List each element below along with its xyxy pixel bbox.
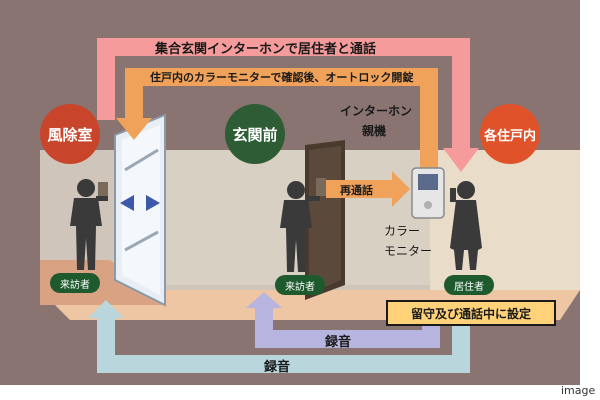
intercom-panel-center: [316, 178, 326, 196]
recall-label: 再通話: [340, 184, 373, 197]
door-arrow-right: [146, 195, 160, 211]
arrow-second: [125, 68, 438, 86]
intercom-label-line2: 親機: [362, 124, 387, 138]
each-unit-circle: [480, 104, 540, 164]
recording-inner-label: 録音: [325, 335, 352, 350]
arrow-second-label: 住戸内のカラーモニターで確認後、オートロック開錠: [150, 71, 414, 84]
monitor-label-line1: カラー: [384, 224, 421, 238]
visitor-center-silhouette: [280, 181, 320, 272]
arrow-recording-outer: [97, 355, 470, 373]
intercom-label-line1: インターホン: [340, 104, 413, 118]
visitor-left-pill: 来訪者: [50, 273, 100, 293]
monitor-label-line2: モニター: [384, 244, 433, 258]
arrow-top: [97, 38, 470, 56]
each-unit-label: 各住戸内: [483, 129, 536, 144]
resident-silhouette: [450, 181, 482, 270]
recording-outer-label: 録音: [264, 360, 291, 375]
entrance-front-label: 玄関前: [232, 126, 278, 144]
resident-pill: 居住者: [444, 275, 494, 295]
intercom-panel-left: [98, 182, 108, 200]
windbreak-floor: [40, 260, 165, 305]
visitor-left-silhouette: [70, 179, 108, 270]
visitor-center-pill: 来訪者: [275, 275, 325, 295]
unit-room-wall: [430, 150, 580, 290]
arrow-recall: [326, 180, 392, 198]
windbreak-room-label: 風除室: [47, 126, 93, 144]
windbreak-room-circle: [40, 104, 100, 164]
entrance-front-circle: [225, 104, 285, 164]
absence-setting-box: 留守及び通話中に設定: [386, 300, 556, 326]
arrow-top-label: 集合玄関インターホンで居住者と通話: [155, 42, 377, 57]
arrow-recording-inner: [255, 330, 440, 348]
image-caption: image: [561, 384, 596, 397]
door-arrow-left: [120, 195, 134, 211]
